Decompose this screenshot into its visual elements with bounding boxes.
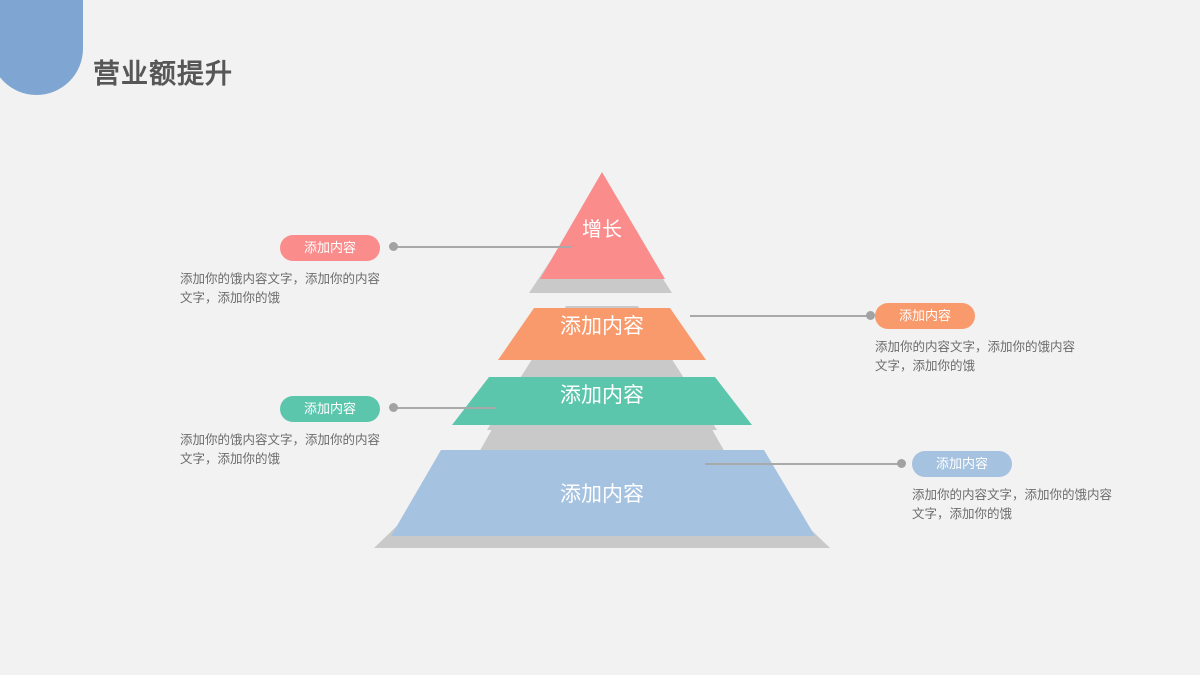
callout-4-pill[interactable]: 添加内容 xyxy=(912,451,1012,477)
callout-3[interactable]: 添加内容 添加你的饿内容文字，添加你的内容文字，添加你的饿 xyxy=(180,396,380,469)
decorative-corner-tab xyxy=(0,0,83,95)
callout-1-description: 添加你的饿内容文字，添加你的内容文字，添加你的饿 xyxy=(180,272,381,305)
callout-2-pill[interactable]: 添加内容 xyxy=(875,303,975,329)
pyramid-band-3-label: 添加内容 xyxy=(560,384,644,407)
page-title: 营业额提升 xyxy=(93,59,233,89)
connector-line-1 xyxy=(396,246,572,248)
callout-1[interactable]: 添加内容 添加你的饿内容文字，添加你的内容文字，添加你的饿 xyxy=(180,235,380,308)
pyramid-band-4-label: 添加内容 xyxy=(560,483,644,506)
callout-4-description: 添加你的内容文字，添加你的饿内容文字，添加你的饿 xyxy=(912,488,1113,521)
callout-2[interactable]: 添加内容 添加你的内容文字，添加你的饿内容文字，添加你的饿 xyxy=(875,303,1085,376)
connector-line-4 xyxy=(705,463,905,465)
connector-dot-4 xyxy=(897,459,906,468)
callout-4[interactable]: 添加内容 添加你的内容文字，添加你的饿内容文字，添加你的饿 xyxy=(912,451,1122,524)
callout-1-pill[interactable]: 添加内容 xyxy=(280,235,380,261)
connector-line-2 xyxy=(690,315,870,317)
callout-3-pill[interactable]: 添加内容 xyxy=(280,396,380,422)
connector-line-3 xyxy=(396,407,496,409)
callout-2-description: 添加你的内容文字，添加你的饿内容文字，添加你的饿 xyxy=(875,340,1076,373)
connector-dot-1 xyxy=(389,242,398,251)
connector-dot-2 xyxy=(866,311,875,320)
callout-3-description: 添加你的饿内容文字，添加你的内容文字，添加你的饿 xyxy=(180,433,381,466)
pyramid-band-1-label: 增长 xyxy=(582,219,622,241)
connector-dot-3 xyxy=(389,403,398,412)
pyramid-band-2-label: 添加内容 xyxy=(560,315,644,338)
